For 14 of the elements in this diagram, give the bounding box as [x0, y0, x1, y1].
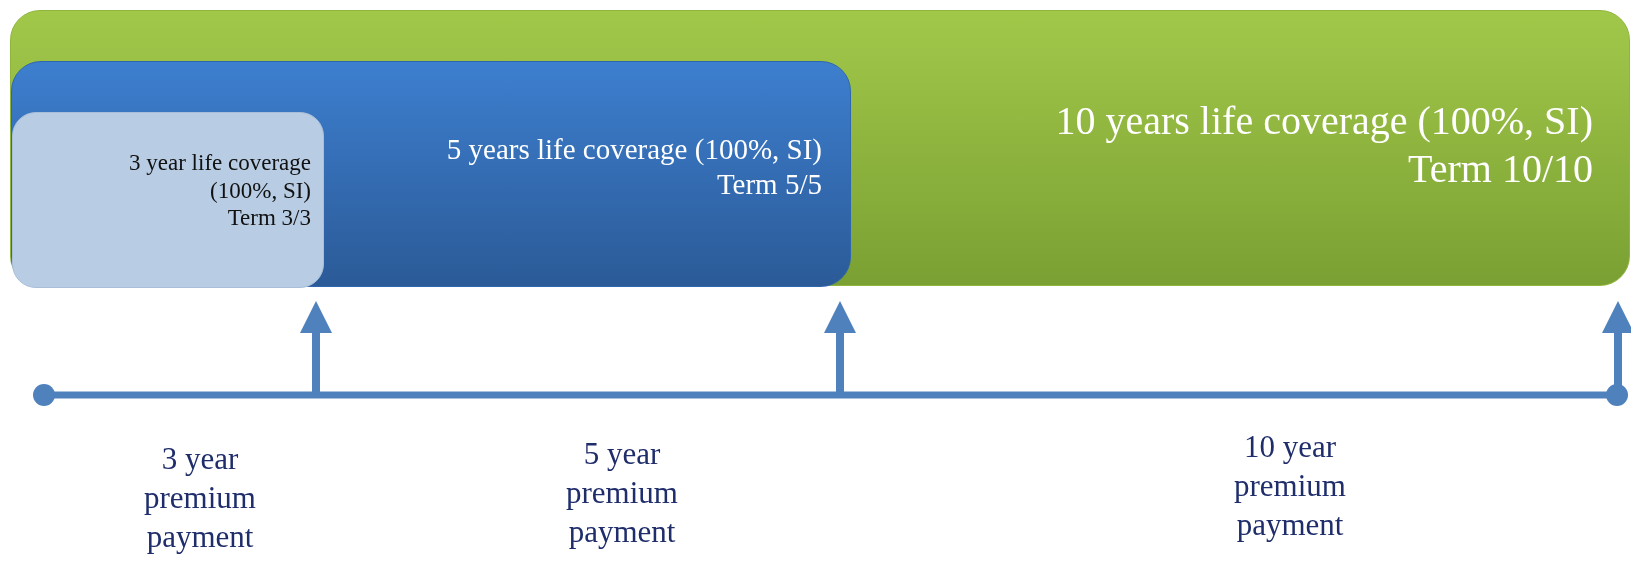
- coverage-band: [12, 112, 324, 288]
- period-label: 10 year premium payment: [1233, 428, 1347, 544]
- coverage-text: 3 year life coverage (100%, SI): [128, 149, 311, 205]
- period-label: 5 year premium payment: [565, 435, 679, 551]
- term-text: Term 10/10: [1407, 145, 1593, 193]
- coverage-text: 10 years life coverage (100%, SI): [1055, 97, 1593, 145]
- arrow: [300, 301, 332, 392]
- coverage-band: [10, 10, 1630, 286]
- term-text: Term 5/5: [715, 166, 822, 202]
- coverage-band: [11, 61, 851, 287]
- coverage-text: 5 years life coverage (100%, SI): [446, 132, 822, 167]
- arrow: [824, 301, 856, 392]
- term-text: Term 3/3: [226, 204, 311, 232]
- period-label: 3 year premium payment: [143, 440, 257, 556]
